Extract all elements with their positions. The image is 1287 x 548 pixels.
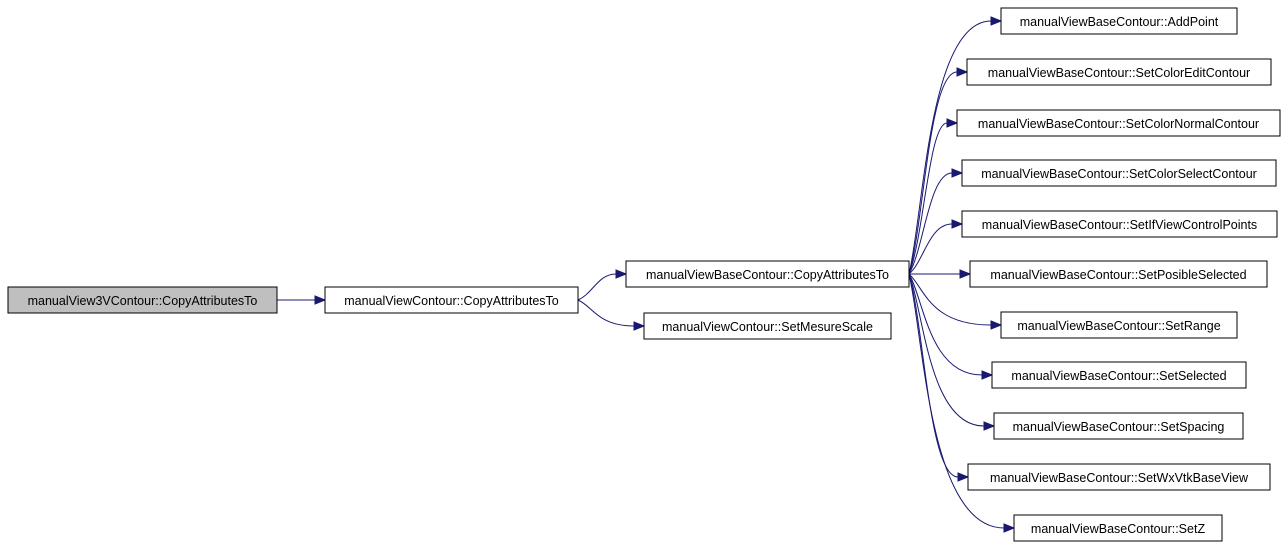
call-edge <box>908 273 959 478</box>
call-edge <box>908 273 985 427</box>
node-label: manualViewBaseContour::SetPosibleSelecte… <box>990 268 1246 282</box>
call-edge <box>908 71 958 275</box>
node-label: manualViewBaseContour::SetSpacing <box>1013 420 1225 434</box>
call-edge <box>908 273 992 326</box>
call-edge <box>908 20 992 275</box>
call-graph-edges <box>276 16 1016 533</box>
node-box <box>643 312 892 340</box>
node-label: manualViewBaseContour::SetIfViewControlP… <box>982 218 1257 232</box>
call-edge <box>577 299 635 327</box>
node-label: manualViewContour::CopyAttributesTo <box>344 294 559 308</box>
function-node[interactable]: manualViewBaseContour::CopyAttributesTo <box>625 260 910 288</box>
call-edge <box>908 122 948 275</box>
function-node[interactable]: manualViewBaseContour::SetSelected <box>991 361 1247 389</box>
function-node[interactable]: manualViewBaseContour::SetWxVtkBaseView <box>967 463 1271 491</box>
arrowhead <box>990 320 1003 330</box>
function-node[interactable]: manualViewContour::CopyAttributesTo <box>324 286 579 314</box>
function-node[interactable]: manualViewBaseContour::SetZ <box>1013 514 1223 542</box>
function-node[interactable]: manualViewBaseContour::SetColorNormalCon… <box>956 109 1281 137</box>
arrowhead <box>990 16 1003 26</box>
function-node[interactable]: manualViewBaseContour::AddPoint <box>1000 7 1238 35</box>
call-edge <box>908 172 953 275</box>
function-node[interactable]: manualViewBaseContour::SetColorSelectCon… <box>961 159 1277 187</box>
arrowhead <box>951 219 964 229</box>
call-edge <box>908 273 1005 529</box>
node-label: manualViewBaseContour::SetColorEditConto… <box>988 66 1250 80</box>
node-label: manualViewBaseContour::SetWxVtkBaseView <box>990 471 1249 485</box>
node-box <box>7 286 278 314</box>
arrowhead <box>633 321 646 331</box>
node-label: manualViewBaseContour::SetRange <box>1017 319 1220 333</box>
arrowhead <box>981 370 994 380</box>
call-edge <box>577 273 617 301</box>
node-label: manualViewBaseContour::SetColorNormalCon… <box>978 117 1259 131</box>
node-label: manualViewBaseContour::SetColorSelectCon… <box>981 167 1257 181</box>
node-label: manualViewContour::SetMesureScale <box>662 320 873 334</box>
function-node[interactable]: manualViewBaseContour::SetColorEditConto… <box>966 58 1272 86</box>
node-box <box>993 412 1244 440</box>
node-box <box>969 260 1268 288</box>
node-box <box>991 361 1247 389</box>
arrowhead <box>946 118 959 128</box>
node-label: manualViewBaseContour::SetSelected <box>1011 369 1226 383</box>
node-box <box>324 286 579 314</box>
node-label: manualViewBaseContour::CopyAttributesTo <box>646 268 889 282</box>
call-edge <box>908 273 983 376</box>
arrowhead <box>615 269 628 279</box>
function-node[interactable]: manualViewBaseContour::SetRange <box>1000 311 1238 339</box>
node-box <box>1013 514 1223 542</box>
function-node[interactable]: manualViewBaseContour::SetPosibleSelecte… <box>969 260 1268 288</box>
arrowhead <box>314 295 327 305</box>
node-box <box>956 109 1281 137</box>
arrowhead <box>957 472 970 482</box>
node-box <box>966 58 1272 86</box>
node-box <box>625 260 910 288</box>
node-box <box>961 159 1277 187</box>
function-node[interactable]: manualViewBaseContour::SetSpacing <box>993 412 1244 440</box>
arrowhead <box>1003 523 1016 533</box>
node-label: manualView3VContour::CopyAttributesTo <box>28 294 258 308</box>
call-edge <box>908 223 953 275</box>
node-box <box>967 463 1271 491</box>
arrowhead <box>959 269 972 279</box>
arrowhead <box>951 168 964 178</box>
node-box <box>1000 311 1238 339</box>
root-function-node: manualView3VContour::CopyAttributesTo <box>7 286 278 314</box>
node-box <box>1000 7 1238 35</box>
node-box <box>961 210 1278 238</box>
function-node[interactable]: manualViewBaseContour::SetIfViewControlP… <box>961 210 1278 238</box>
node-label: manualViewBaseContour::AddPoint <box>1020 15 1219 29</box>
arrowhead <box>956 67 969 77</box>
arrowhead <box>983 421 996 431</box>
node-label: manualViewBaseContour::SetZ <box>1031 522 1206 536</box>
function-node[interactable]: manualViewContour::SetMesureScale <box>643 312 892 340</box>
